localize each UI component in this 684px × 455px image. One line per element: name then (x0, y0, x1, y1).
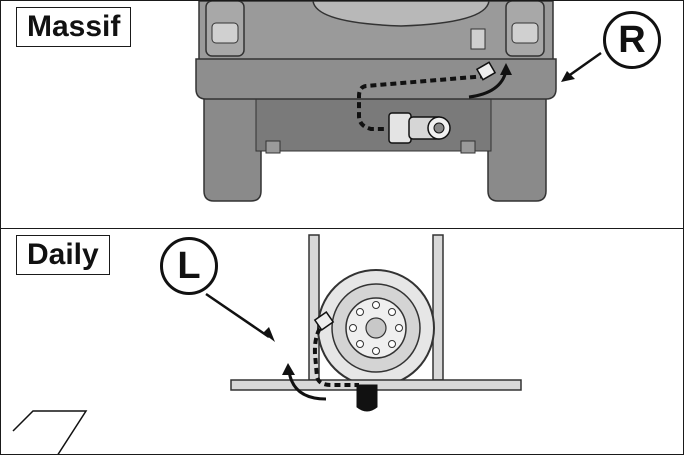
daily-title: Daily (16, 235, 110, 275)
floor-corner (12, 410, 88, 454)
daily-panel: Daily L (0, 228, 684, 455)
chassis (255, 95, 492, 152)
arrow-icon (287, 370, 327, 401)
daily-rear-view-illustration (12, 234, 522, 454)
frame-rail-right (432, 234, 444, 381)
massif-title: Massif (16, 7, 132, 47)
spare-wheel-icon (317, 269, 435, 387)
left-side-label: L (160, 237, 218, 295)
left-rear-wheel (203, 85, 262, 202)
cable-icon (357, 74, 487, 131)
right-side-label: R (603, 11, 661, 69)
massif-rear-view-illustration (195, 1, 602, 202)
rear-bumper (195, 58, 557, 100)
right-rear-wheel (487, 85, 547, 202)
spare-wheel-icon (312, 1, 490, 27)
socket-icon (388, 112, 451, 144)
cable-icon (312, 319, 359, 387)
callout-pointer-l (205, 292, 270, 339)
socket-icon (356, 384, 378, 412)
callout-pointer-r (566, 51, 602, 79)
massif-panel: Massif R (0, 0, 684, 229)
